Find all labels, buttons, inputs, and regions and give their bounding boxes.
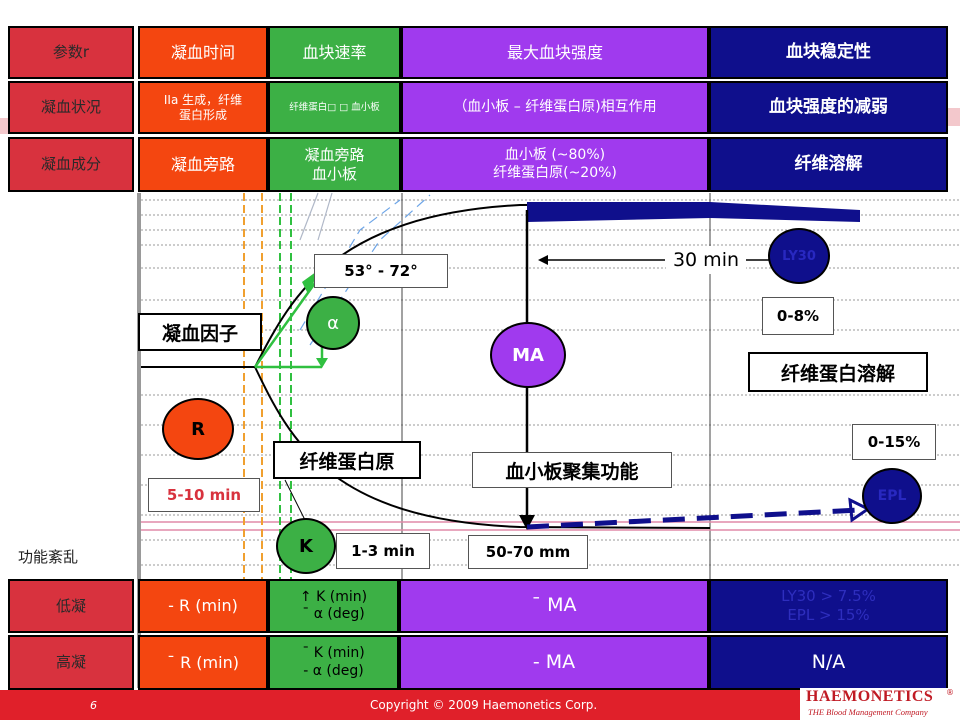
row3-r: 凝血旁路 [138,137,268,192]
hyper-k: ¯ K (min) - α (deg) [268,635,399,690]
row1-ly: 血块稳定性 [709,26,948,79]
k-leader [284,479,306,521]
left-grey-bar [137,193,141,688]
ly30-circle: LY30 [768,228,830,284]
alpha-circle: α [306,296,360,350]
row2-ma: （血小板 – 纤维蛋白原)相互作用 [401,81,709,134]
platelet-function-label: 血小板聚集功能 [472,452,672,488]
row1-k: 血块速率 [268,26,401,79]
k-markers [279,193,292,581]
hypo-label: 低凝 [8,579,134,633]
row1-label: 参数r [8,26,134,79]
brand-logo: HAEMONETICS ® THE Blood Management Compa… [800,688,960,720]
ly30-band [527,202,860,222]
coagulation-factor-label: 凝血因子 [138,313,262,351]
row1-r: 凝血时间 [138,26,268,79]
epl-circle: EPL [862,468,922,524]
ma-range-label: 50-70 mm [468,535,588,569]
row3-ma: 血小板 (~80%) 纤维蛋白原(~20%) [401,137,709,192]
fibrinogen-label: 纤维蛋白原 [273,441,421,479]
ly30-range-label: 0-8% [762,297,834,335]
hyper-ma: - MA [399,635,709,690]
brand-tagline: THE Blood Management Company [808,707,928,717]
k-circle: K [276,518,336,574]
hypo-k: ↑ K (min) ¯ α (deg) [268,579,399,633]
epl-arrowhead [848,497,871,523]
epl-range-label: 0-15% [852,424,936,460]
row3-label: 凝血成分 [8,137,134,192]
ma-arrowhead [519,515,535,530]
fibrinolysis-label: 纤维蛋白溶解 [748,352,928,392]
hyper-ly: N/A [709,635,948,690]
row2-k: 纤维蛋白□ □ 血小板 [268,81,401,134]
ma-circle: MA [490,322,566,388]
row1-ma: 最大血块强度 [401,26,709,79]
footer-copyright: Copyright © 2009 Haemonetics Corp. [370,698,598,712]
k-range-label: 1-3 min [336,533,430,569]
decorative-stripe-left [0,118,10,134]
thirty-min-arrowhead [538,255,548,265]
brand-name: HAEMONETICS [806,688,934,705]
pink-baseline [141,521,960,531]
hypo-ma: ¯ MA [399,579,709,633]
row2-ly: 血块强度的减弱 [709,81,948,134]
hyper-label: 高凝 [8,635,134,690]
row2-r: IIa 生成，纤维 蛋白形成 [138,81,268,134]
epl-arrow [526,507,861,530]
row3-k: 凝血旁路 血小板 [268,137,401,192]
row2-label: 凝血状况 [8,81,134,134]
r-circle: R [162,398,234,460]
angle-range-label: 53° - 72° [314,254,448,288]
dysfunction-title: 功能紊乱 [18,548,79,566]
blue-trace [299,194,431,346]
r-range-label: 5-10 min [148,478,260,512]
row3-ly: 纤维溶解 [709,137,948,192]
thirty-min-label: 30 min [666,246,746,274]
decorative-stripe-right [948,108,960,126]
brand-registered-mark: ® [946,688,954,697]
slant-guides [299,192,333,241]
footer-page-number: 6 [90,699,97,712]
alpha-arc-head [316,358,328,368]
r-markers [243,193,263,581]
hypo-r: - R (min) [138,579,268,633]
hyper-r: ¯ R (min) [138,635,268,690]
hypo-ly: LY30 > 7.5% EPL > 15% [709,579,948,633]
